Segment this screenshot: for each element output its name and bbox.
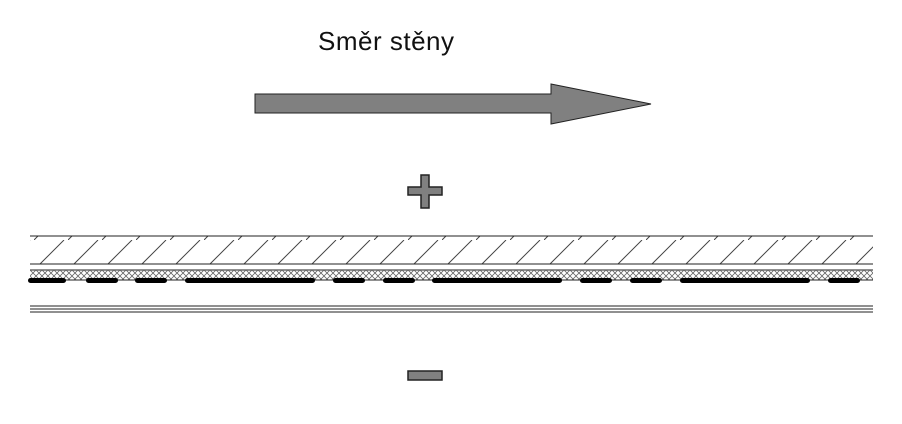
membrane-layer [28,278,860,283]
positive-side-sign [407,174,443,209]
insulation-layer [30,270,873,280]
negative-side-sign [407,370,443,381]
direction-label: Směr stěny [318,26,455,56]
hatched-layer [30,236,873,264]
direction-arrow [254,83,652,125]
wall-layers [28,235,873,313]
